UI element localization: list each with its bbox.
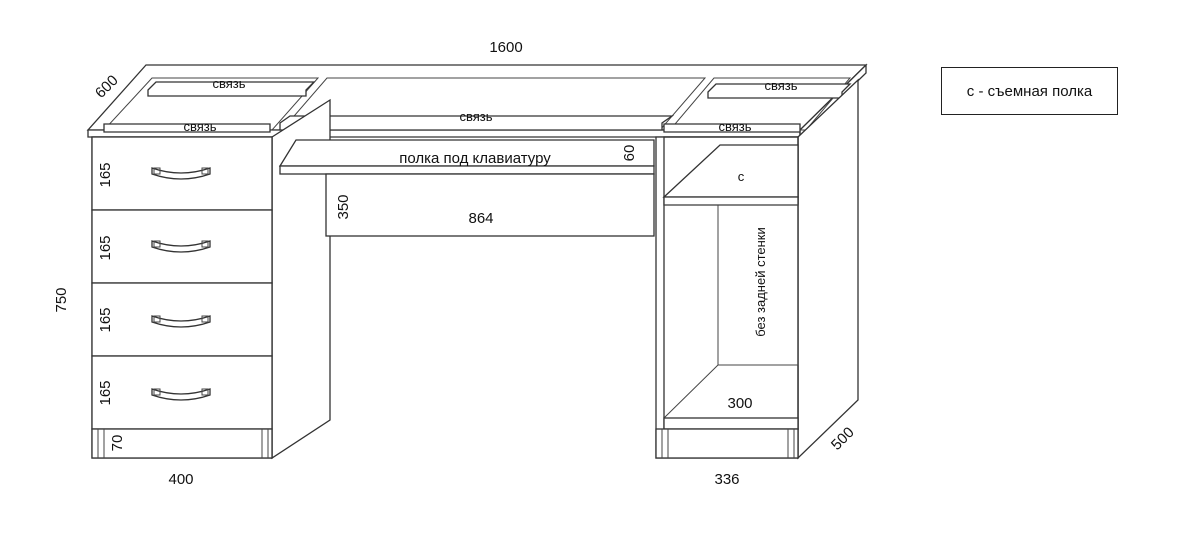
label-tie-front-right: связь	[718, 119, 751, 134]
right-bottom-shelf	[663, 417, 799, 430]
drawer-handle-2	[151, 240, 211, 253]
tie-rail-front-left	[103, 123, 271, 133]
drawer-handle-3	[151, 315, 211, 328]
label-tie-top-right: связь	[764, 78, 797, 93]
plinth-left	[91, 428, 273, 459]
dim-drawer-4: 165	[97, 380, 114, 405]
label-removable-shelf: с	[738, 169, 745, 184]
right-pedestal	[655, 78, 859, 460]
dim-drawer-1: 165	[97, 162, 114, 187]
dim-side-depth: 500	[828, 424, 858, 454]
label-no-back-wall: без задней стенки	[753, 227, 768, 337]
dim-left-pedestal-width: 400	[168, 471, 193, 488]
left-pedestal	[91, 98, 331, 460]
label-tie-front-left: связь	[183, 119, 216, 134]
dim-right-pedestal-width: 336	[714, 471, 739, 488]
dim-total-width: 1600	[489, 39, 522, 56]
drawer-4	[91, 355, 273, 430]
drawer-3	[91, 282, 273, 357]
tie-rail-front-right	[663, 123, 801, 133]
legend-box: с - съемная полка	[941, 67, 1118, 115]
dim-knee-panel-height: 350	[335, 194, 352, 219]
tie-rails	[103, 81, 852, 133]
tie-rail-center	[279, 115, 675, 131]
label-tie-top-left: связь	[212, 76, 245, 91]
dim-keyboard-shelf-height: 60	[621, 145, 638, 162]
removable-shelf-edge	[663, 196, 799, 206]
dim-plinth: 70	[109, 435, 126, 452]
dim-knee-width: 864	[468, 210, 493, 227]
dim-niche-width: 300	[727, 395, 752, 412]
dim-drawer-3: 165	[97, 307, 114, 332]
keyboard-shelf	[278, 139, 655, 175]
plinth-right	[655, 428, 799, 459]
drawer-handle-1	[151, 167, 211, 180]
keyboard-shelf-front	[279, 165, 655, 175]
dim-height: 750	[53, 287, 70, 312]
niche-floor-diag	[663, 364, 719, 419]
label-tie-center: связь	[459, 109, 492, 124]
legend-text: с - съемная полка	[966, 82, 1093, 100]
tie-rail-top-left	[147, 81, 316, 97]
right-pedestal-side	[797, 78, 859, 460]
dim-drawer-2: 165	[97, 235, 114, 260]
drawer-handle-4	[151, 388, 211, 401]
modesty-panel	[325, 173, 655, 237]
label-keyboard-shelf: полка под клавиатуру	[399, 150, 551, 167]
tie-rail-top-right	[707, 83, 852, 99]
